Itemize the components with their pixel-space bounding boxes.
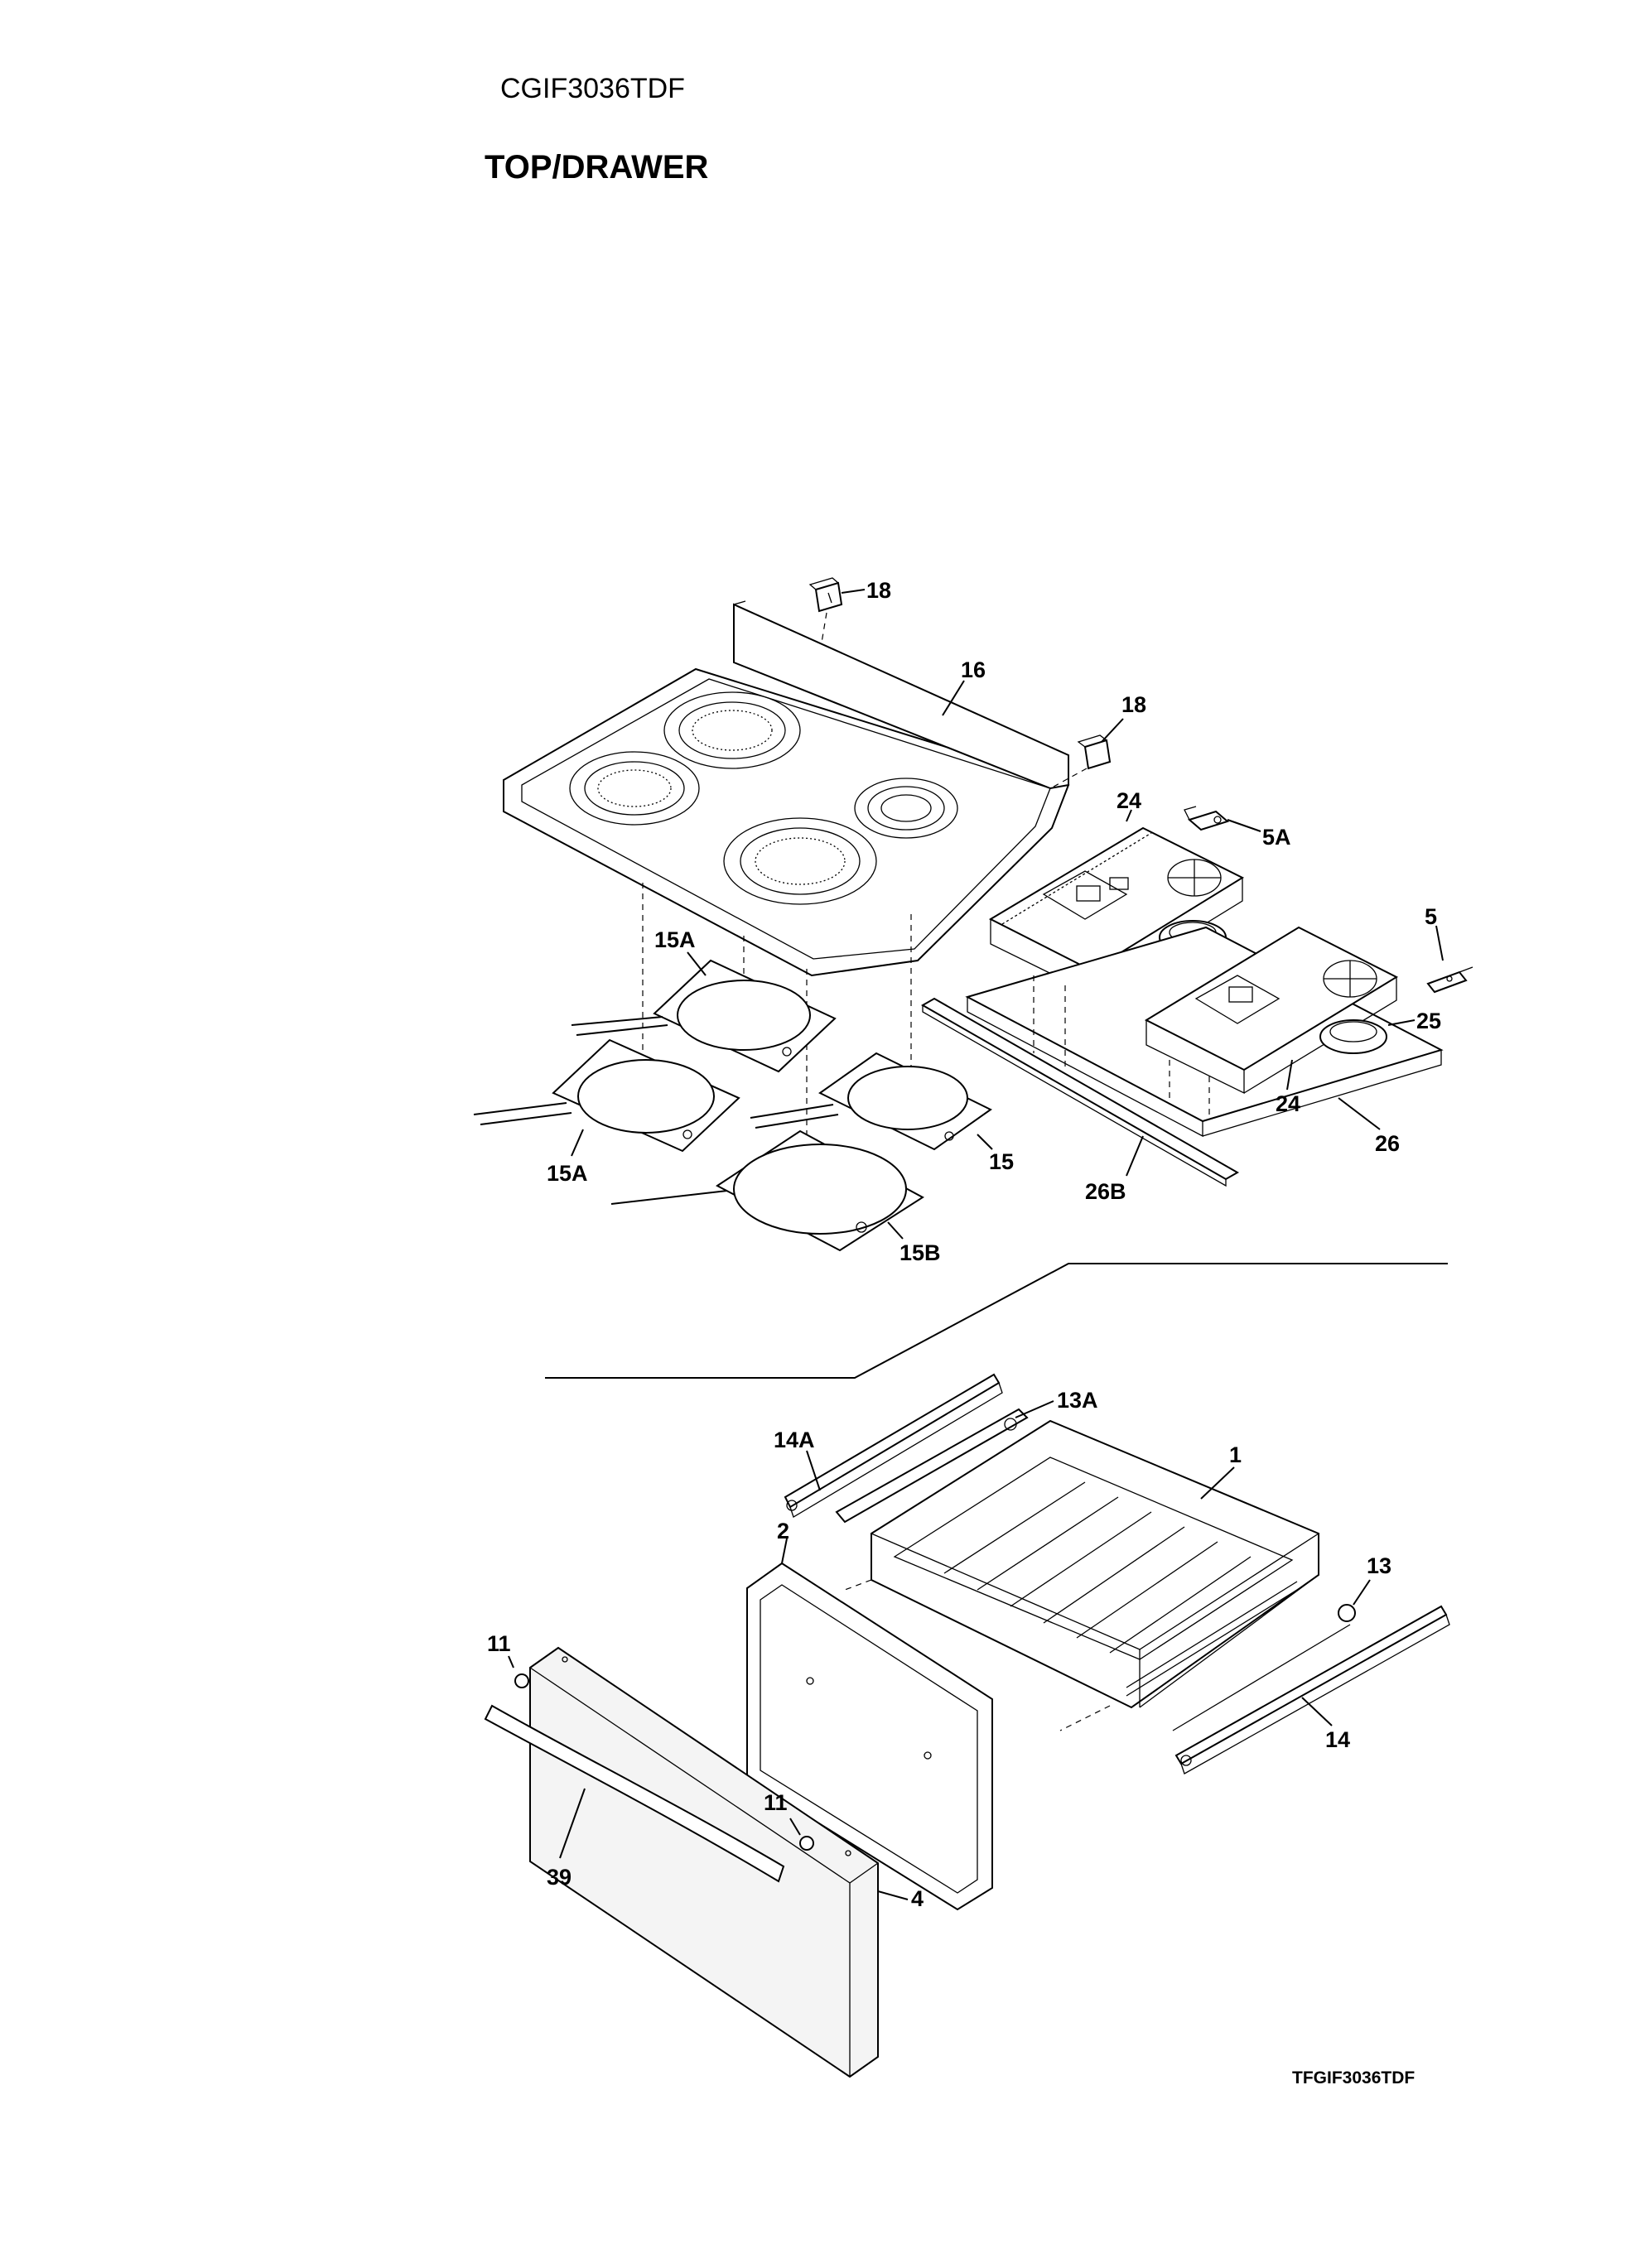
callout-13: 13 [1367, 1553, 1391, 1578]
callout-11-right: 11 [764, 1790, 788, 1815]
part-5A-clip [1184, 806, 1261, 832]
part-18-bracket-top [808, 577, 866, 663]
callout-5A: 5A [1262, 825, 1291, 850]
section-title: TOP/DRAWER [485, 149, 709, 185]
callout-13A: 13A [1057, 1388, 1098, 1413]
part-14A-slide [784, 1373, 1003, 1518]
diagram-code: TFGIF3036TDF [1292, 2068, 1416, 2087]
part-14-slide [1172, 1605, 1450, 1774]
part-4-drawer-front [529, 1646, 909, 2078]
callout-25-lower: 25 [1416, 1009, 1441, 1033]
callout-5: 5 [1425, 904, 1437, 929]
part-15A-element-bottom [473, 1038, 740, 1157]
callout-15A-top: 15A [654, 927, 696, 952]
section-divider [545, 1263, 1448, 1379]
burner-front-left [569, 751, 700, 826]
callout-11-left: 11 [487, 1631, 511, 1656]
callout-24-upper: 24 [1117, 788, 1141, 813]
part-15B-element [610, 1129, 924, 1252]
part-1-drawer-box [844, 1419, 1320, 1731]
model-number: CGIF3036TDF [500, 73, 685, 104]
part-11-screw-left [508, 1655, 529, 1688]
part-16-cooktop [503, 600, 1070, 1184]
part-15A-element-top [571, 951, 837, 1073]
part-11-screw-right [789, 1818, 814, 1851]
burner-front-center [723, 817, 877, 905]
part-5-clip [1426, 925, 1473, 994]
callout-4: 4 [911, 1886, 924, 1911]
callout-16: 16 [961, 657, 986, 682]
callout-14: 14 [1325, 1727, 1350, 1752]
part-25-lower [1319, 1019, 1416, 1054]
callout-15: 15 [989, 1149, 1014, 1174]
callout-18-top: 18 [866, 578, 891, 603]
part-15-element [750, 1052, 993, 1151]
burner-rear-right [854, 778, 958, 839]
part-18-bracket-right [1053, 718, 1124, 787]
part-13A-slide-mount [835, 1400, 1054, 1524]
callout-26B: 26B [1085, 1179, 1126, 1204]
callout-15B: 15B [899, 1240, 941, 1265]
callout-24-lower: 24 [1276, 1091, 1300, 1116]
burner-rear-left [663, 691, 801, 769]
callout-18-right: 18 [1121, 692, 1146, 717]
callout-39: 39 [547, 1865, 572, 1890]
callout-2: 2 [777, 1519, 789, 1543]
part-13-roller [1338, 1579, 1371, 1622]
part-24-control-board-lower [1144, 926, 1399, 1095]
callout-14A: 14A [774, 1428, 815, 1452]
part-26B-rail [920, 997, 1240, 1187]
part-39-handle [484, 1704, 785, 1883]
callout-26: 26 [1375, 1131, 1400, 1156]
callout-15A-bottom: 15A [547, 1161, 588, 1186]
callout-1: 1 [1229, 1442, 1242, 1467]
